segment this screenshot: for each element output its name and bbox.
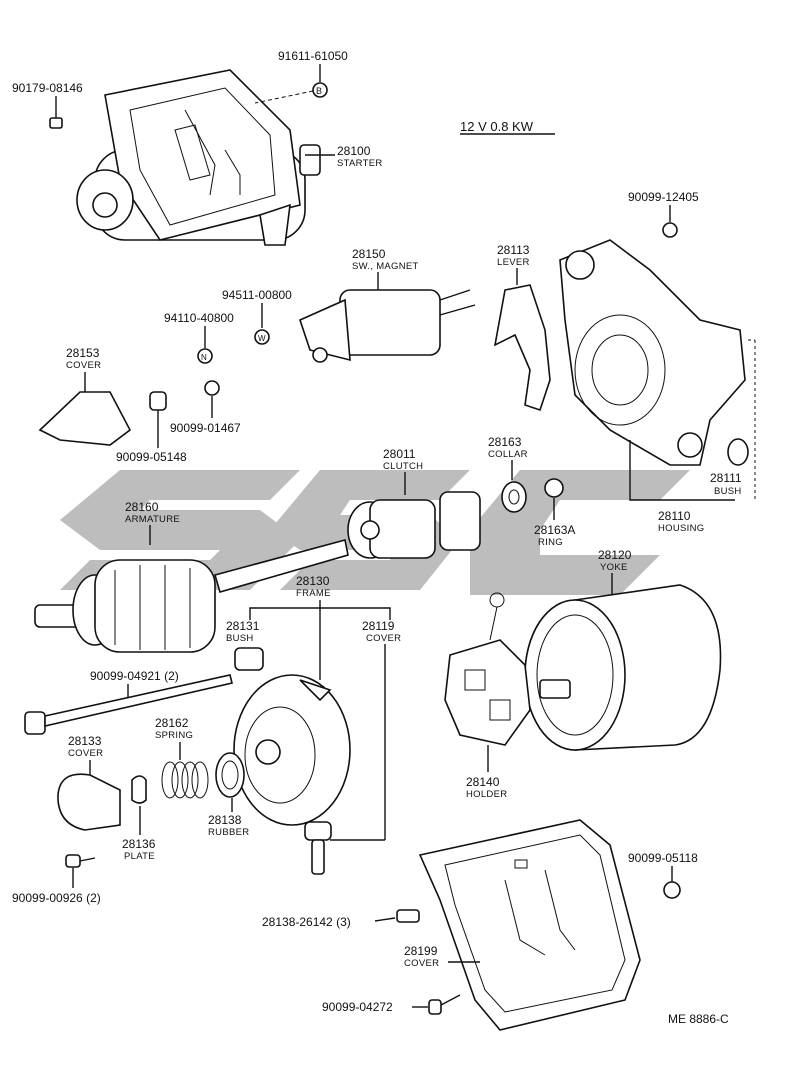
leader-28138-26142 [374,917,396,922]
part-90099-12405-number: 90099-12405 [628,190,699,204]
bush-90099-05148-icon[interactable] [149,391,167,411]
lever-part[interactable] [493,284,551,412]
part-28111-name: BUSH [714,486,742,497]
part-28111-number: 28111 [710,471,742,485]
plate-28136-part[interactable] [131,775,147,804]
part-90099-00926-number: 90099-00926 (2) [12,891,101,905]
part-28011-number: 28011 [383,447,416,461]
part-28119-number: 28119 [362,619,395,633]
ring-part[interactable] [544,478,564,498]
collar-hole [508,489,520,505]
part-28163-name: COLLAR [488,449,528,460]
cover-28153-part[interactable] [38,391,132,446]
part-28120-number: 28120 [598,548,632,562]
part-28163A-number: 28163A [534,523,575,537]
part-28160-name: ARMATURE [125,514,180,525]
armature-part[interactable] [34,539,349,653]
spring-part[interactable] [161,761,209,799]
marker-b-icon[interactable] [312,82,328,98]
part-90099-05148-number: 90099-05148 [116,450,187,464]
part-28150-number: 28150 [352,247,386,261]
housing-part[interactable] [559,239,746,466]
part-91611-61050-number: 91611-61050 [278,49,348,63]
figure-code: ME 8886-C [668,1012,729,1026]
part-28110-name: HOUSING [658,523,704,534]
part-28100-name: STARTER [337,158,383,169]
part-28011-name: CLUTCH [383,461,423,472]
part-28163-number: 28163 [488,435,522,449]
part-28113-name: LEVER [497,257,530,268]
washer-90099-01467-icon[interactable] [204,380,220,396]
part-90099-04272-number: 90099-04272 [322,1000,393,1014]
part-28162-number: 28162 [155,716,189,730]
part-28140-number: 28140 [466,775,500,789]
nut-90179-icon[interactable] [49,117,63,129]
cover-28133-part[interactable] [57,773,121,831]
dashed-91611 [254,90,314,104]
part-90099-05118-number: 90099-05118 [628,851,698,865]
bush-28131-part[interactable] [234,647,264,671]
part-28113-number: 28113 [497,243,530,257]
part-94511-00800-number: 94511-00800 [222,288,292,302]
pin-28138-26142-icon[interactable] [396,909,420,923]
part-28138-26142-number: 28138-26142 (3) [262,915,351,929]
brush-holder-part[interactable] [444,592,531,746]
marker-b-label: B [316,86,322,96]
collar-part[interactable] [501,481,527,513]
bush-28111-icon[interactable] [727,438,749,466]
part-28160-number: 28160 [125,500,159,514]
part-28138-name: RUBBER [208,827,249,838]
marker-n-label: N [201,353,207,362]
clutch-part[interactable] [347,491,481,559]
voltage-spec: 12 V 0.8 KW [460,119,534,134]
part-28162-name: SPRING [155,730,193,741]
part-90179-08146-number: 90179-08146 [12,81,83,95]
part-28153-name: COVER [66,360,101,371]
part-28133-name: COVER [68,748,103,759]
part-28133-number: 28133 [68,734,102,748]
rubber-hole [221,760,239,790]
part-90099-01467-number: 90099-01467 [170,421,241,435]
marker-w-label: W [258,334,266,343]
part-28119-name: COVER [366,633,401,644]
part-28136-name: PLATE [124,851,155,862]
part-28100-number: 28100 [337,144,371,158]
through-bolt-part[interactable] [24,674,233,735]
part-28131-name: BUSH [226,633,254,644]
part-28138-number: 28138 [208,813,242,827]
part-28120-name: YOKE [600,562,628,573]
screw-90099-00926-part[interactable] [65,854,96,868]
part-28150-name: SW., MAGNET [352,261,419,272]
frame-part[interactable] [233,674,351,826]
screw-90099-04272-icon[interactable] [428,994,461,1015]
starter-assembly[interactable] [76,69,321,246]
part-28130-name: FRAME [296,588,331,599]
part-28153-number: 28153 [66,346,100,360]
housing-bracket [629,440,735,501]
part-28130-number: 28130 [296,574,330,588]
part-28140-name: HOLDER [466,789,507,800]
part-28199-name: COVER [404,958,439,969]
part-90099-04921-number: 90099-04921 (2) [90,669,179,683]
part-28136-number: 28136 [122,837,156,851]
part-28163A-name: RING [538,537,563,548]
rubber-28138-part[interactable] [215,752,245,798]
bolt-28119-part[interactable] [304,821,332,875]
nut-90099-05118-icon[interactable] [663,881,681,899]
cover-28199-part[interactable] [418,819,641,1031]
part-28110-number: 28110 [658,509,691,523]
part-28199-number: 28199 [404,944,438,958]
yoke-part[interactable] [524,584,722,751]
part-94110-40800-number: 94110-40800 [164,311,234,325]
nut-90099-12405-icon[interactable] [662,222,678,238]
marker-w-icon[interactable] [254,329,270,345]
marker-n-icon[interactable] [197,348,213,364]
part-28131-number: 28131 [226,619,260,633]
magnet-switch[interactable] [299,289,476,363]
